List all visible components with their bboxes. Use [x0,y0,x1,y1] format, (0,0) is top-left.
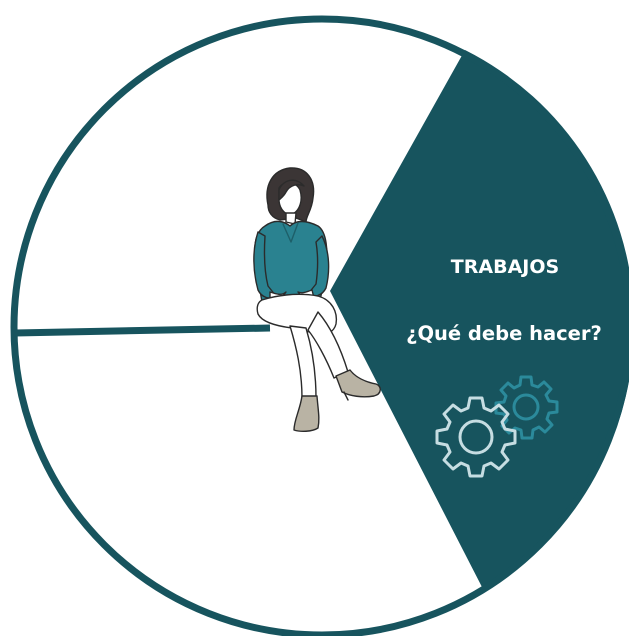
gears-icon [435,375,559,478]
woman-sitting-illustration [253,167,381,433]
highlighted-segment [330,50,629,589]
segment-title: TRABAJOS [451,256,559,278]
divider-line [14,324,271,337]
circle-outline [10,15,629,636]
segment-question: ¿Qué debe hacer? [406,322,602,345]
